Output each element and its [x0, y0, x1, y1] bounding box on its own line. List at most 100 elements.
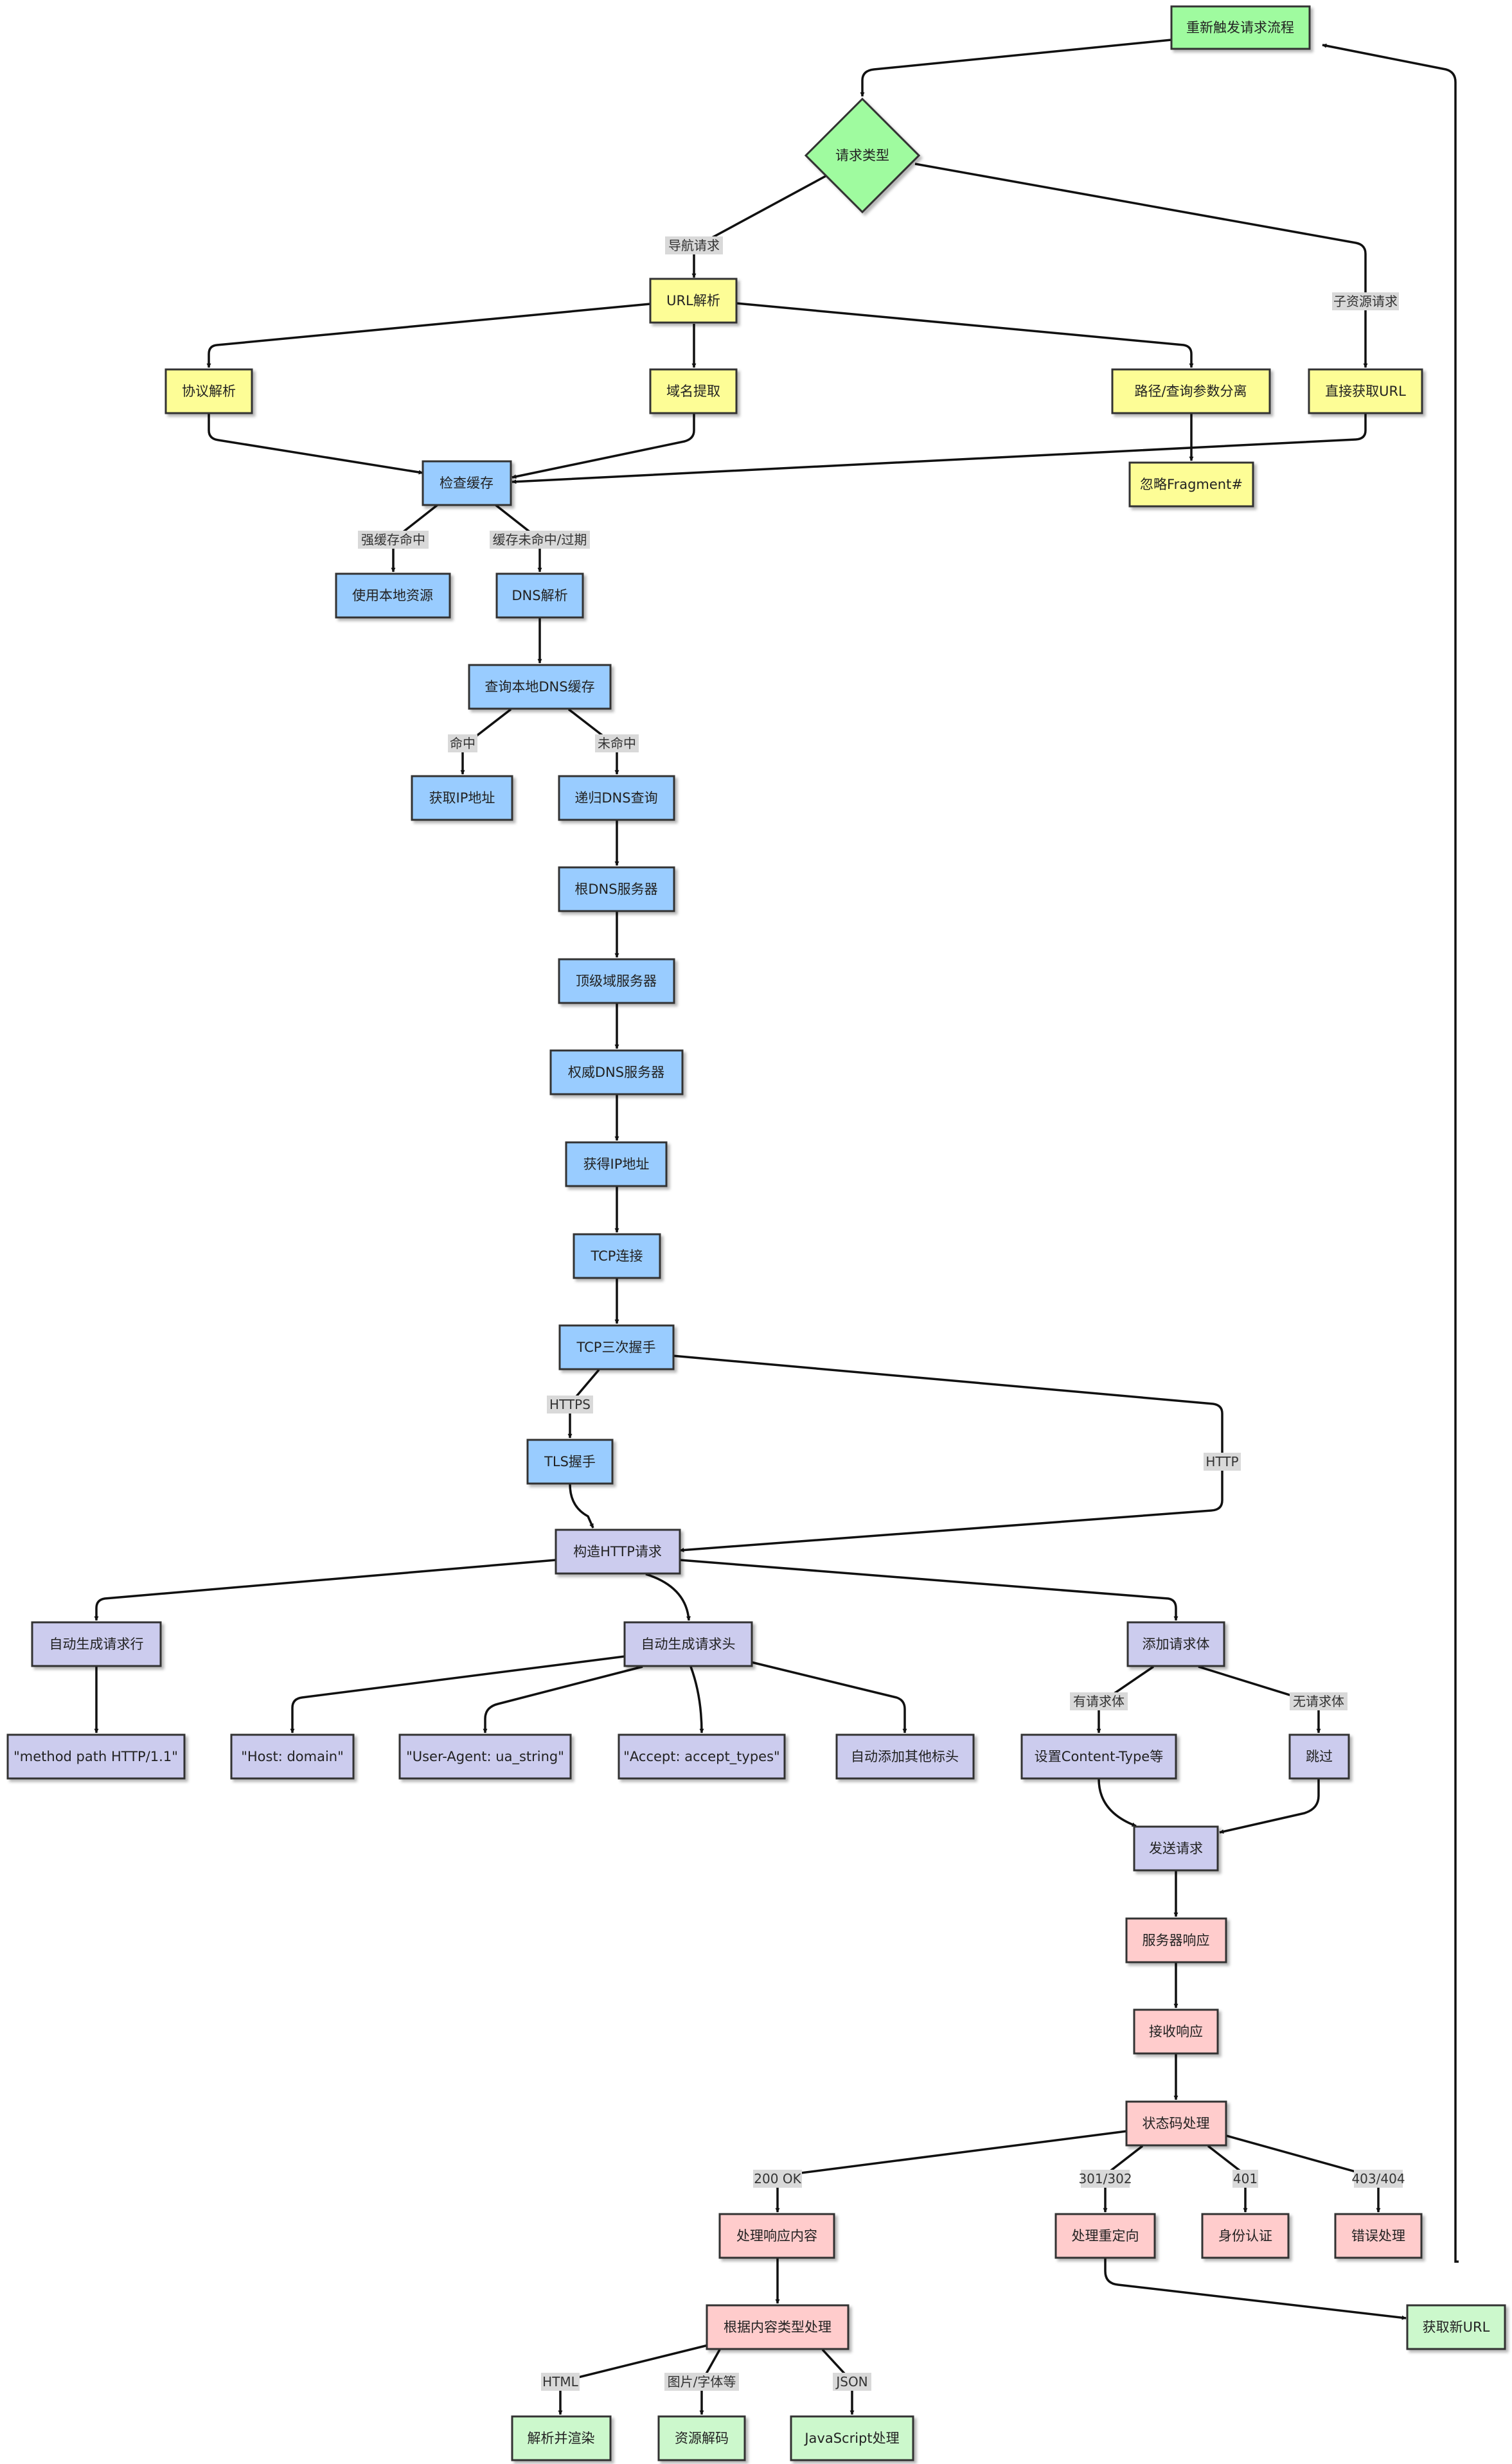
node-content-type-process	[706, 2304, 849, 2350]
edge-url-to-protocol	[206, 303, 651, 368]
node-got-ip-label: 获得IP地址	[583, 1157, 650, 1172]
node-receive-response	[1133, 2008, 1219, 2055]
node-domain-extract-label: 域名提取	[666, 384, 720, 399]
node-check-cache-label: 检查缓存	[440, 475, 494, 491]
node-accept-header	[618, 1733, 786, 1780]
node-query-local-dns-label: 查询本地DNS缓存	[485, 679, 594, 695]
node-receive-response-label: 接收响应	[1149, 2024, 1203, 2039]
node-retrigger-label: 重新触发请求流程	[1186, 20, 1294, 35]
node-request-type-label: 请求类型	[835, 148, 889, 163]
edge-label-subresource: 子资源请求	[1333, 294, 1398, 309]
node-build-request	[555, 1529, 681, 1575]
node-error-handle-label: 错误处理	[1351, 2228, 1405, 2244]
node-get-new-url	[1406, 2304, 1506, 2350]
edge-status-to-content	[775, 2130, 1127, 2213]
node-js-process-label: JavaScript处理	[803, 2431, 899, 2446]
node-parse-render	[511, 2415, 612, 2461]
node-recursive-dns	[558, 775, 675, 821]
node-js-process	[790, 2415, 914, 2461]
node-tcp-connect-label: TCP连接	[591, 1248, 643, 1264]
node-build-request-label: 构造HTTP请求	[573, 1544, 662, 1559]
node-request-type-diamond	[804, 97, 921, 214]
edge-request-type-to-url-parse	[691, 175, 826, 278]
node-parse-render-label: 解析并渲染	[528, 2431, 595, 2446]
node-ua-header-label: "User-Agent: ua_string"	[406, 1749, 564, 1765]
edge-label-cache-miss: 缓存未命中/过期	[493, 532, 587, 547]
edge-label-hit: 命中	[450, 736, 476, 751]
node-handle-redirect-label: 处理重定向	[1072, 2228, 1139, 2244]
node-status-code-label: 状态码处理	[1143, 2116, 1210, 2131]
node-gen-headers-label: 自动生成请求头	[641, 1636, 736, 1652]
node-root-dns	[558, 866, 675, 912]
node-skip-label: 跳过	[1306, 1749, 1333, 1764]
node-host-header	[230, 1733, 355, 1780]
node-tld-server	[558, 958, 675, 1004]
node-tcp-handshake	[558, 1324, 675, 1370]
node-gen-headers	[623, 1621, 753, 1667]
node-path-query-label: 路径/查询参数分离	[1134, 384, 1247, 399]
node-get-new-url-label: 获取新URL	[1423, 2319, 1490, 2335]
node-url-parse-label: URL解析	[666, 293, 720, 308]
edge-label-html: HTML	[542, 2374, 579, 2389]
node-dns-resolve-label: DNS解析	[511, 588, 567, 603]
node-get-ip-label: 获取IP地址	[429, 790, 495, 806]
node-server-response	[1125, 1917, 1227, 1963]
edge-direct-url-to-cache	[511, 414, 1367, 484]
node-skip	[1288, 1733, 1350, 1780]
node-host-header-label: "Host: domain"	[241, 1749, 344, 1764]
edge-new-url-to-retrigger	[1322, 43, 1459, 2263]
node-add-body	[1126, 1621, 1225, 1667]
node-handle-content-label: 处理响应内容	[736, 2228, 817, 2244]
edge-build-to-headers	[645, 1573, 691, 1621]
node-send-request	[1133, 1825, 1219, 1872]
node-gen-request-line-label: 自动生成请求行	[49, 1636, 144, 1652]
node-error-handle	[1334, 2213, 1423, 2259]
node-recursive-dns-label: 递归DNS查询	[574, 790, 657, 806]
node-other-headers	[835, 1733, 975, 1780]
node-path-query	[1111, 368, 1271, 414]
edge-label-image-font: 图片/字体等	[668, 2374, 736, 2389]
node-server-response-label: 服务器响应	[1143, 1933, 1210, 1948]
node-get-ip	[411, 775, 513, 821]
node-resource-decode-label: 资源解码	[675, 2431, 729, 2446]
edge-label-https: HTTPS	[549, 1397, 591, 1412]
node-add-body-label: 添加请求体	[1143, 1636, 1210, 1652]
node-direct-url-label: 直接获取URL	[1325, 384, 1406, 399]
node-dns-resolve	[495, 572, 584, 619]
node-auth-dns-label: 权威DNS服务器	[568, 1065, 664, 1080]
node-protocol-parse	[165, 368, 253, 414]
node-protocol-parse-label: 协议解析	[182, 384, 236, 399]
node-ignore-fragment	[1128, 461, 1254, 508]
edge-url-to-path	[736, 302, 1194, 368]
node-tls-handshake-label: TLS握手	[544, 1454, 596, 1469]
node-auth-dns	[549, 1049, 684, 1095]
node-got-ip	[565, 1141, 668, 1187]
node-ignore-fragment-label: 忽略Fragment#	[1140, 477, 1243, 492]
node-use-local-label: 使用本地资源	[352, 588, 433, 603]
node-method-line-label: "method path HTTP/1.1"	[13, 1749, 178, 1764]
node-check-cache	[422, 460, 512, 506]
edge-request-type-to-direct-url	[914, 163, 1368, 368]
edge-headers-to-other	[748, 1660, 907, 1733]
node-send-request-label: 发送请求	[1149, 1841, 1203, 1856]
node-status-code	[1125, 2100, 1227, 2147]
node-content-type-process-label: 根据内容类型处理	[724, 2319, 832, 2335]
nodes: 重新触发请求流程 请求类型 URL解析 协议解析 域名提取 路径/查询参数分离 …	[6, 5, 1506, 2461]
node-query-local-dns	[468, 664, 612, 710]
node-direct-url	[1308, 368, 1423, 414]
edge-label-miss: 未命中	[598, 736, 636, 751]
edge-retrigger-to-request-type	[860, 39, 1172, 97]
node-ua-header	[398, 1733, 572, 1780]
node-tld-server-label: 顶级域服务器	[576, 973, 657, 989]
node-auth	[1201, 2213, 1290, 2259]
edge-build-to-request-line	[94, 1559, 556, 1621]
edge-label-has-body: 有请求体	[1073, 1694, 1125, 1709]
edge-label-no-body: 无请求体	[1293, 1694, 1344, 1709]
node-other-headers-label: 自动添加其他标头	[851, 1749, 959, 1764]
edge-label-403-404: 403/404	[1351, 2171, 1405, 2186]
node-handle-content	[718, 2213, 835, 2259]
edge-build-to-body	[679, 1559, 1178, 1621]
node-gen-request-line	[31, 1621, 162, 1667]
edge-domain-to-cache	[511, 414, 695, 479]
